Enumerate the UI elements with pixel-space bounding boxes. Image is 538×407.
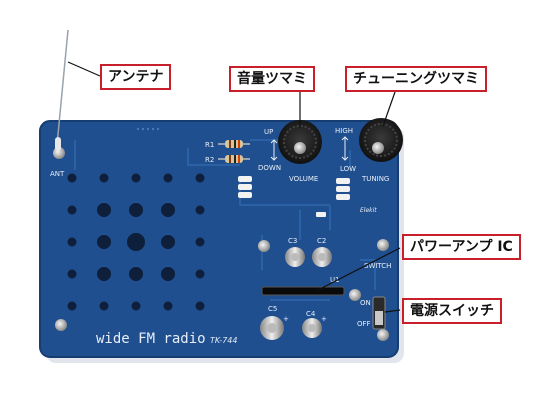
callout-power-switch-label: 電源スイッチ bbox=[410, 303, 494, 319]
tuning-knob[interactable] bbox=[359, 118, 403, 162]
silk-off: OFF bbox=[357, 320, 371, 328]
speaker-hole bbox=[161, 267, 175, 281]
speaker-hole bbox=[67, 173, 77, 183]
screw-right bbox=[377, 239, 389, 251]
speaker-hole bbox=[131, 301, 141, 311]
speaker-hole bbox=[97, 267, 111, 281]
antenna-wire bbox=[56, 29, 69, 146]
callout-antenna-label: アンテナ bbox=[108, 69, 164, 85]
silk-model: TK-744 bbox=[210, 336, 237, 345]
speaker-hole bbox=[67, 301, 77, 311]
silk-r1: R1 bbox=[205, 141, 214, 149]
power-amp-ic bbox=[261, 286, 345, 296]
cap-c3 bbox=[285, 247, 305, 267]
speaker-hole bbox=[129, 203, 143, 217]
ceramic-caps bbox=[238, 176, 350, 217]
speaker-hole bbox=[129, 267, 143, 281]
silk-r2: R2 bbox=[205, 156, 214, 164]
speaker-hole bbox=[195, 301, 205, 311]
silk-tuning: TUNING bbox=[361, 175, 389, 183]
silk-plus-a: + bbox=[283, 315, 289, 323]
silk-c5: C5 bbox=[268, 305, 277, 313]
callout-antenna: アンテナ bbox=[100, 64, 172, 90]
resistor-r2 bbox=[218, 155, 250, 163]
speaker-hole bbox=[195, 237, 205, 247]
cap-c4 bbox=[302, 318, 322, 338]
cap-c5 bbox=[260, 316, 284, 340]
cap-c2 bbox=[312, 247, 332, 267]
screw-bottom-right-2 bbox=[377, 329, 389, 341]
screw-mid-right bbox=[258, 240, 270, 252]
speaker-hole bbox=[97, 235, 111, 249]
silk-u1: U1 bbox=[330, 276, 340, 284]
silk-switch: SWITCH bbox=[364, 262, 391, 270]
header-dots bbox=[137, 128, 159, 130]
power-switch[interactable] bbox=[372, 296, 386, 330]
speaker-hole bbox=[97, 203, 111, 217]
callout-volume-knob: 音量ツマミ bbox=[229, 66, 315, 92]
screw-bottom-right bbox=[349, 289, 361, 301]
silk-down: DOWN bbox=[258, 164, 281, 172]
volume-knob[interactable] bbox=[278, 120, 322, 164]
speaker-hole bbox=[195, 269, 205, 279]
speaker-holes bbox=[67, 173, 205, 311]
speaker-hole bbox=[131, 173, 141, 183]
speaker-hole bbox=[195, 173, 205, 183]
callout-power-amp: パワーアンプ IC bbox=[402, 234, 521, 260]
silk-volume: VOLUME bbox=[289, 175, 318, 183]
screw-bottom-left bbox=[55, 319, 67, 331]
silk-on: ON bbox=[360, 299, 371, 307]
speaker-hole bbox=[99, 173, 109, 183]
silk-plus-b: + bbox=[321, 315, 327, 323]
speaker-hole bbox=[195, 205, 205, 215]
silk-c3: C3 bbox=[288, 237, 297, 245]
speaker-hole bbox=[67, 269, 77, 279]
speaker-hole bbox=[161, 235, 175, 249]
callout-lines bbox=[67, 61, 401, 313]
callout-tuning-knob: チューニングツマミ bbox=[345, 66, 487, 92]
silk-brand: Elekit bbox=[360, 207, 377, 214]
callout-tuning-label: チューニングツマミ bbox=[353, 71, 479, 87]
silk-up: UP bbox=[264, 128, 273, 136]
callout-power-switch: 電源スイッチ bbox=[402, 298, 502, 324]
silk-ant: ANT bbox=[50, 170, 65, 178]
silk-c4: C4 bbox=[306, 310, 316, 318]
silk-title: wide FM radio bbox=[96, 331, 206, 347]
speaker-hole bbox=[161, 203, 175, 217]
speaker-hole bbox=[163, 301, 173, 311]
silk-c2: C2 bbox=[317, 237, 326, 245]
speaker-hole bbox=[67, 205, 77, 215]
speaker-hole-center bbox=[127, 233, 145, 251]
antenna-terminal bbox=[55, 137, 61, 151]
resistor-r1 bbox=[218, 140, 250, 148]
silkscreen: ANT R1 R2 UP DOWN VOLUME HIGH LOW TUNING… bbox=[50, 127, 391, 347]
speaker-hole bbox=[67, 237, 77, 247]
speaker-hole bbox=[99, 301, 109, 311]
pcb-board bbox=[39, 120, 399, 358]
silk-low: LOW bbox=[340, 165, 356, 173]
callout-volume-label: 音量ツマミ bbox=[237, 71, 307, 87]
silk-high: HIGH bbox=[335, 127, 353, 135]
callout-power-amp-label: パワーアンプ IC bbox=[410, 239, 513, 255]
knob-arrows bbox=[270, 136, 349, 161]
speaker-hole bbox=[163, 173, 173, 183]
